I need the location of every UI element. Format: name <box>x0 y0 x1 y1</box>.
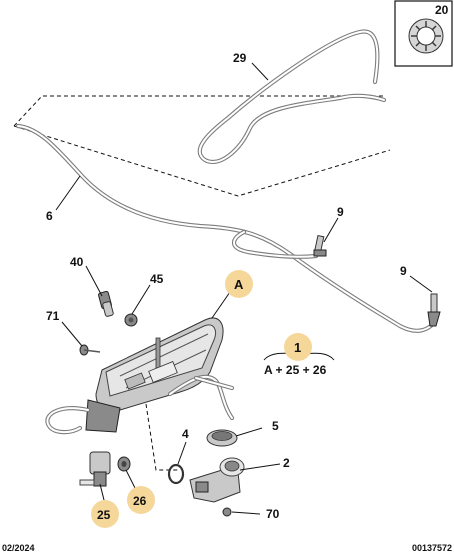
washer-jet-9-center <box>313 234 327 257</box>
o-ring-4 <box>167 463 185 485</box>
hose-6 <box>15 123 439 333</box>
callout-A: A <box>234 277 244 292</box>
callout-highlight-25 <box>91 500 119 528</box>
washer-reservoir-A <box>45 317 235 435</box>
callout-25: 25 <box>97 508 111 522</box>
kit-formula: A + 25 + 26 <box>264 363 327 377</box>
grommet-26 <box>117 456 131 472</box>
seal-45 <box>124 313 138 327</box>
callout-6: 6 <box>46 209 53 223</box>
inset-box-part-20 <box>394 0 453 67</box>
grommet-ring-icon <box>408 18 444 54</box>
washer-jet-9-right <box>427 293 441 327</box>
callout-20: 20 <box>435 3 449 17</box>
rear-group-outline <box>13 95 391 197</box>
washer-pump-25 <box>79 451 111 487</box>
callout-71: 71 <box>46 309 60 323</box>
callout-70: 70 <box>266 507 280 521</box>
callout-highlight-A <box>225 270 253 298</box>
grommet-71 <box>79 344 101 356</box>
leader-lines <box>55 62 433 515</box>
filler-neck-2 <box>189 457 245 503</box>
callout-2: 2 <box>283 456 290 470</box>
callout-26: 26 <box>133 494 147 508</box>
footer-reference: 00137572 <box>411 543 452 553</box>
callout-40: 40 <box>70 255 84 269</box>
callout-29: 29 <box>233 51 247 65</box>
callout-45: 45 <box>150 272 164 286</box>
callout-highlight-26 <box>127 486 155 514</box>
callout-highlight-1 <box>284 333 312 361</box>
footer-date: 02/2024 <box>2 543 35 553</box>
callout-5: 5 <box>272 419 279 433</box>
pump-40 <box>98 290 114 317</box>
callout-4: 4 <box>182 427 189 441</box>
screw-70 <box>222 507 232 517</box>
callout-9-center: 9 <box>337 205 344 219</box>
hose-29 <box>197 29 387 164</box>
callout-9-right: 9 <box>400 264 407 278</box>
reservoir-to-pump-guide <box>145 403 180 471</box>
filler-cap-5 <box>206 429 238 447</box>
callout-1: 1 <box>294 340 301 355</box>
